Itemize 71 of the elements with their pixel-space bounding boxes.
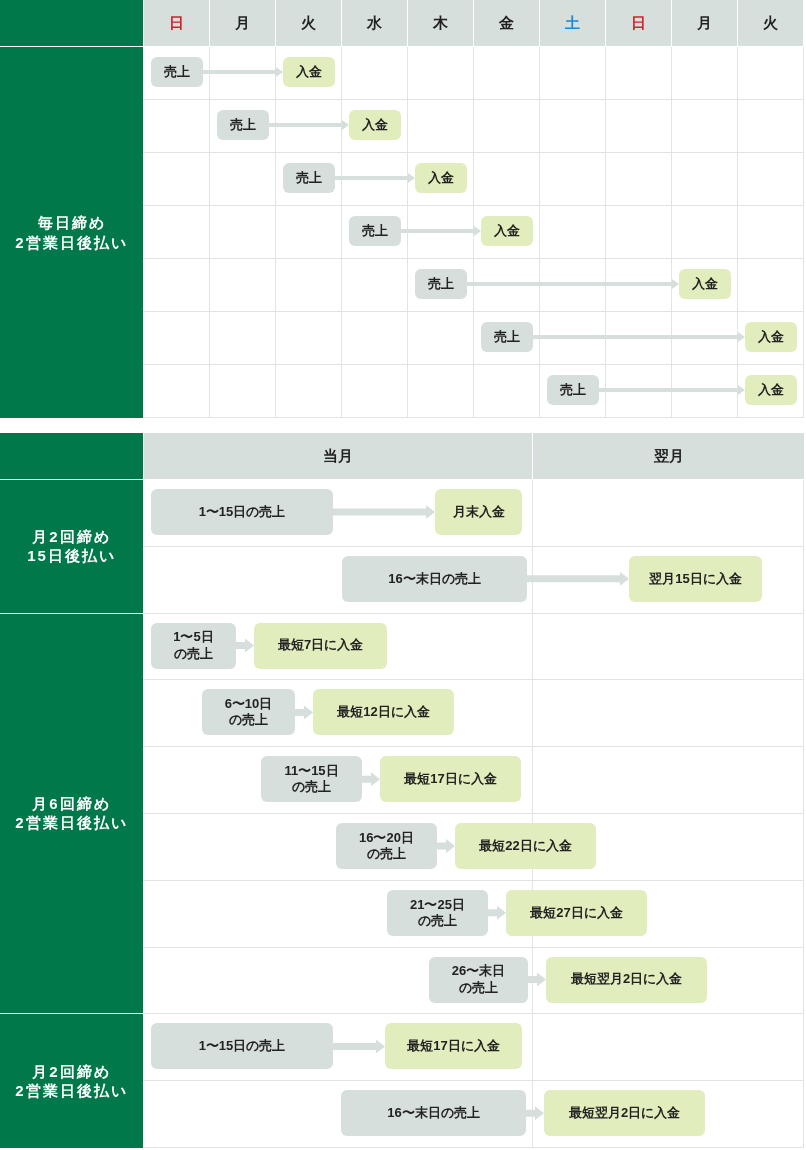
sales-box: 21〜25日の売上	[387, 889, 488, 936]
day-header: 月	[672, 0, 737, 46]
arrow	[527, 571, 629, 586]
row-header-band	[0, 1014, 143, 1148]
sales-box: 売上	[217, 110, 269, 140]
payment-box: 入金	[349, 110, 401, 140]
month-header: 翌月	[533, 433, 804, 479]
day-header: 月	[210, 0, 275, 46]
day-header: 土	[540, 0, 605, 46]
row-header-band	[0, 480, 143, 613]
sales-box: 16〜末日の売上	[342, 555, 527, 602]
sales-box: 16〜末日の売上	[341, 1090, 526, 1137]
payment-box: 入金	[679, 269, 731, 299]
sales-box: 売上	[481, 322, 533, 352]
sales-box: 1〜15日の売上	[151, 1023, 333, 1070]
day-header: 木	[408, 0, 473, 46]
arrow	[335, 173, 415, 183]
payment-box: 翌月15日に入金	[629, 555, 762, 602]
payment-box: 最短22日に入金	[455, 823, 596, 869]
payment-box: 最短翌月2日に入金	[544, 1090, 705, 1137]
day-header: 日	[606, 0, 671, 46]
day-header: 水	[342, 0, 407, 46]
arrow	[236, 638, 254, 653]
payment-box: 入金	[415, 163, 467, 193]
payment-box: 最短17日に入金	[385, 1023, 522, 1070]
sales-box: 売上	[349, 216, 401, 246]
arrow	[437, 839, 455, 853]
day-header: 火	[276, 0, 341, 46]
row-header-band	[0, 47, 143, 418]
row-header-text: 毎日締め2営業日後払い	[15, 213, 128, 252]
arrow	[295, 705, 313, 720]
row-header-text: 月2回締め2営業日後払い	[15, 1061, 128, 1101]
payment-box: 最短12日に入金	[313, 689, 454, 736]
arrow	[333, 1039, 385, 1054]
arrow	[528, 972, 546, 987]
sales-box: 6〜10日の売上	[202, 689, 295, 736]
row-header-text: 月6回締め2営業日後払い	[15, 794, 128, 833]
sales-box: 売上	[547, 375, 599, 405]
day-header: 日	[144, 0, 209, 46]
arrow	[333, 505, 435, 519]
day-header: 金	[474, 0, 539, 46]
arrow	[467, 279, 679, 289]
arrow	[362, 772, 380, 787]
arrow	[269, 120, 349, 130]
sales-box: 16〜20日の売上	[336, 823, 437, 869]
row-header-text: 月2回締め15日後払い	[27, 526, 116, 566]
day-header: 火	[738, 0, 803, 46]
sales-box: 売上	[283, 163, 335, 193]
sales-box: 26〜末日の売上	[429, 956, 528, 1003]
row-header-band	[0, 613, 143, 1014]
sales-box: 1〜15日の売上	[151, 489, 333, 535]
payment-box: 最短17日に入金	[380, 756, 521, 803]
sales-box: 売上	[151, 57, 203, 87]
payment-box: 最短27日に入金	[506, 889, 647, 936]
arrow	[599, 385, 745, 395]
payment-box: 入金	[283, 57, 335, 87]
payment-box: 月末入金	[435, 489, 522, 535]
month-header: 当月	[144, 433, 532, 479]
sales-box: 11〜15日の売上	[261, 756, 362, 803]
arrow	[526, 1106, 544, 1121]
arrow	[401, 226, 481, 236]
sales-box: 売上	[415, 269, 467, 299]
arrow	[203, 67, 283, 77]
sales-box: 1〜5日の売上	[151, 622, 236, 669]
payment-box: 最短7日に入金	[254, 622, 387, 669]
arrow	[488, 905, 506, 920]
payment-box: 最短翌月2日に入金	[546, 956, 707, 1003]
payment-box: 入金	[745, 375, 797, 405]
payment-box: 入金	[745, 322, 797, 352]
arrow	[533, 332, 745, 342]
payment-box: 入金	[481, 216, 533, 246]
